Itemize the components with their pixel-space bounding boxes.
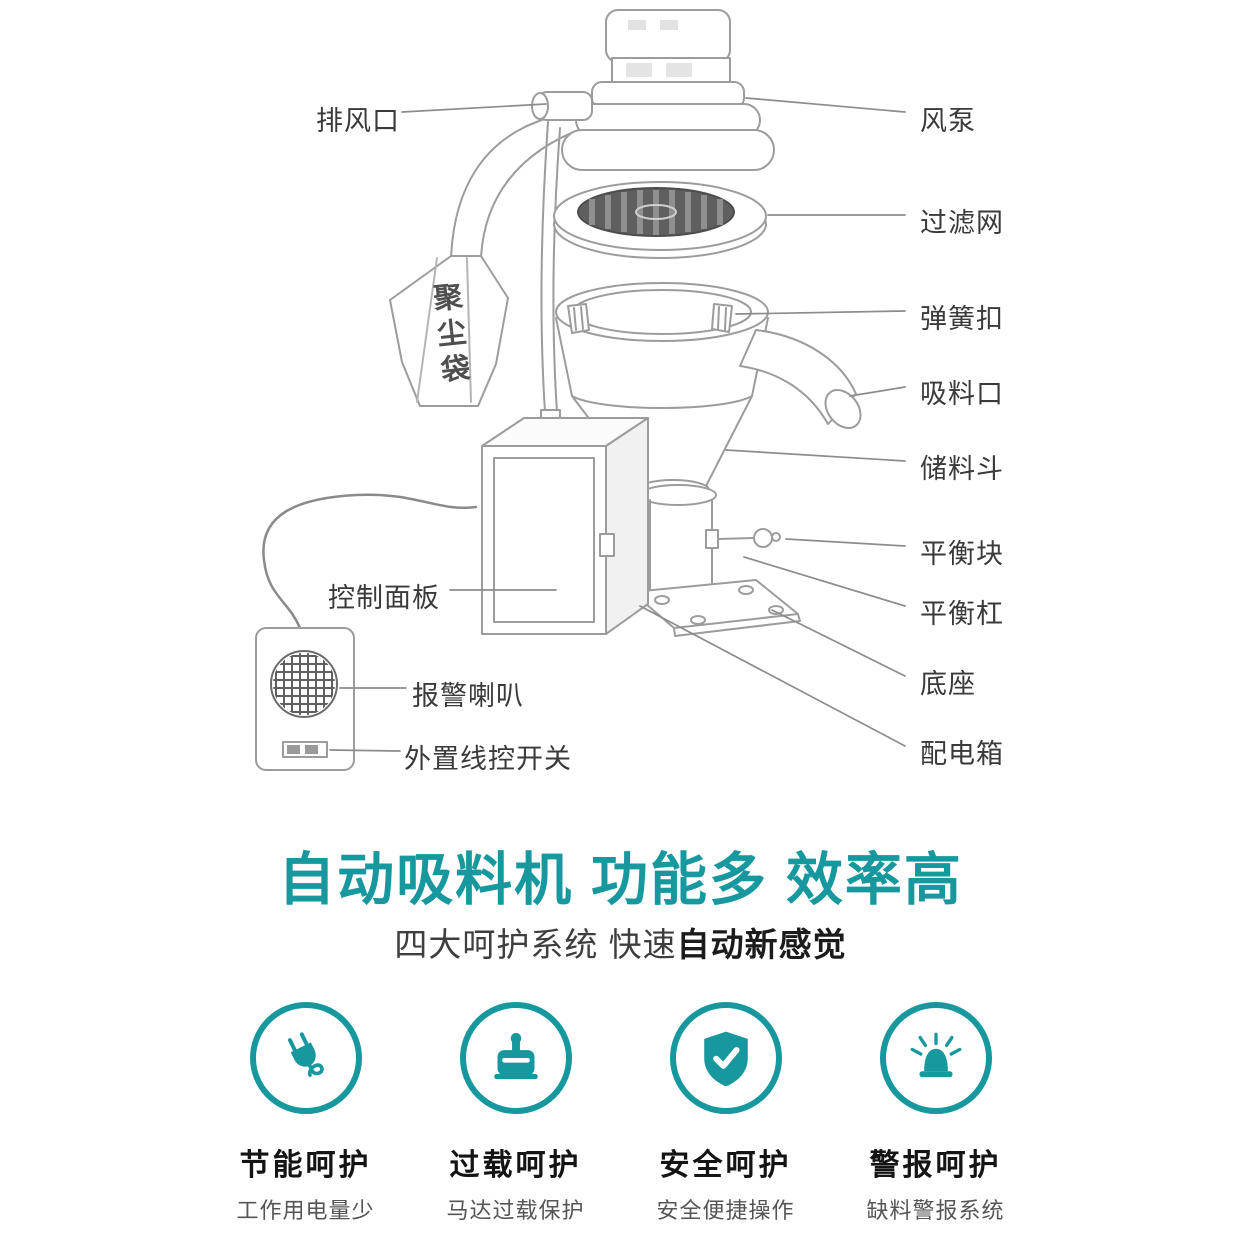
feature-title: 过载呵护	[449, 1149, 582, 1182]
label-base: 底座	[920, 669, 976, 699]
page-subtitle: 四大呵护系统 快速自动新感觉	[0, 918, 1241, 966]
base-stand	[631, 484, 801, 637]
label-air-pump: 风泵	[920, 106, 976, 136]
remote-cable	[262, 493, 478, 630]
callout-lines	[329, 97, 906, 752]
suction-inlet-pipe	[739, 329, 862, 429]
label-exhaust-port: 排风口	[316, 106, 400, 136]
page-title: 自动吸料机 功能多 效率高	[278, 848, 963, 912]
remote-control	[255, 627, 355, 771]
spring-clips	[567, 303, 733, 334]
feature-row: 节能呵护 工作用电量少 过载呵护 马达过载保护 安全呵护 安全便捷操作	[0, 1002, 1241, 1225]
air-pump	[561, 9, 775, 171]
label-spring-clip: 弹簧扣	[920, 304, 1004, 334]
subtitle-bold: 自动新感觉	[676, 926, 847, 963]
label-balance-bar: 平衡杠	[920, 599, 1004, 629]
label-storage-hopper: 储料斗	[920, 454, 1004, 484]
exhaust-duct	[450, 117, 585, 259]
vacuum-hose	[540, 121, 561, 433]
plug-icon	[249, 1002, 362, 1114]
feature-desc: 安全便捷操作	[656, 1198, 795, 1223]
label-power-box: 配电箱	[920, 739, 1004, 769]
exhaust-port	[531, 91, 593, 121]
shield-check-icon	[669, 1002, 782, 1114]
subtitle-normal: 四大呵护系统 快速	[394, 926, 677, 963]
feature-title: 警报呵护	[869, 1149, 1002, 1182]
control-box	[481, 417, 649, 635]
feature-overload: 过载呵护 马达过载保护	[420, 1002, 612, 1225]
feature-title: 安全呵护	[659, 1149, 792, 1182]
machine-diagram	[255, 9, 906, 771]
feature-title: 节能呵护	[239, 1149, 372, 1182]
label-filter-mesh: 过滤网	[920, 208, 1004, 238]
balance-assembly	[705, 528, 781, 549]
label-control-panel: 控制面板	[328, 583, 440, 613]
feature-desc: 工作用电量少	[236, 1198, 375, 1223]
feature-safety: 安全呵护 安全便捷操作	[630, 1002, 822, 1225]
filter-mesh	[553, 181, 767, 259]
label-suction-inlet: 吸料口	[920, 379, 1004, 409]
motor-icon	[459, 1002, 572, 1114]
alarm-light-icon	[879, 1002, 992, 1114]
feature-desc: 马达过载保护	[446, 1198, 585, 1223]
feature-energy: 节能呵护 工作用电量少	[210, 1002, 402, 1225]
feature-alarm: 警报呵护 缺料警报系统	[840, 1002, 1032, 1225]
feature-desc: 缺料警报系统	[866, 1198, 1005, 1223]
label-alarm-speaker: 报警喇叭	[412, 681, 524, 711]
label-wired-switch: 外置线控开关	[404, 744, 572, 774]
dust-bag	[389, 255, 509, 407]
label-balance-weight: 平衡块	[920, 539, 1004, 569]
